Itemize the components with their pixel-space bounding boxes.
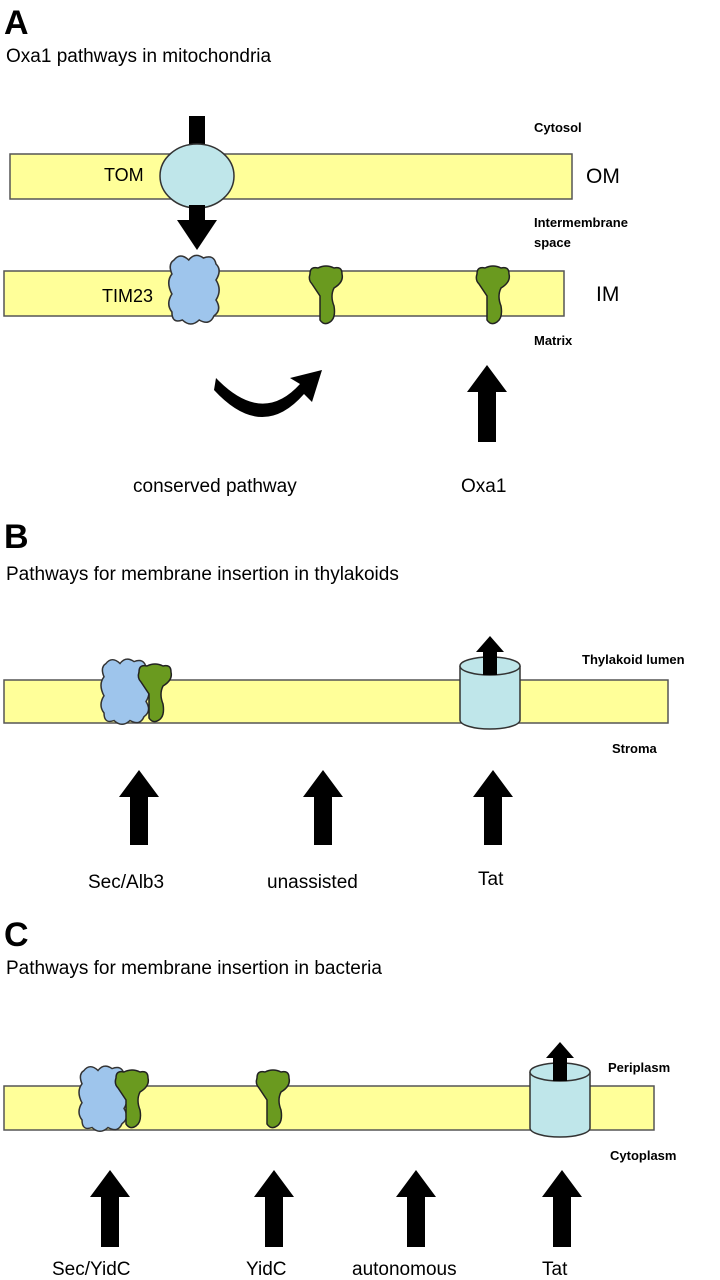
pathway-label-tat-c: Tat <box>542 1259 568 1280</box>
panel-c-letter: C <box>4 916 29 954</box>
matrix-label: Matrix <box>534 333 573 348</box>
arrow-autonomous <box>396 1170 436 1247</box>
panel-b-title: Pathways for membrane insertion in thyla… <box>6 564 399 585</box>
om-label: OM <box>586 165 620 188</box>
panel-a: A Oxa1 pathways in mitochondria Cytosol … <box>3 4 628 497</box>
pathway-label-tat-b: Tat <box>478 869 504 890</box>
arrow-tat-b <box>473 770 513 845</box>
panel-c: C Pathways for membrane insertion in bac… <box>3 916 676 1280</box>
intermembrane-label-1: Intermembrane <box>534 215 628 230</box>
pathway-label-sec-alb3: Sec/Alb3 <box>88 872 164 893</box>
tom-complex <box>159 143 235 209</box>
import-arrow-top <box>189 116 205 150</box>
panel-b: B Pathways for membrane insertion in thy… <box>3 518 685 893</box>
panel-a-title: Oxa1 pathways in mitochondria <box>6 46 272 67</box>
inner-membrane <box>3 270 565 317</box>
curved-arrow <box>214 370 322 418</box>
oxa1-arrow <box>467 365 507 442</box>
pathway-label-autonomous: autonomous <box>352 1259 457 1280</box>
stroma-label: Stroma <box>612 741 658 756</box>
periplasm-label: Periplasm <box>608 1060 670 1075</box>
arrow-yidc <box>254 1170 294 1247</box>
thylakoid-lumen-label: Thylakoid lumen <box>582 652 685 667</box>
pathway-label-yidc: YidC <box>246 1259 286 1280</box>
tim23-label: TIM23 <box>102 286 153 306</box>
cytoplasm-label: Cytoplasm <box>610 1148 676 1163</box>
pathway-label-unassisted: unassisted <box>267 872 358 893</box>
tat-channel-c <box>529 1042 591 1138</box>
outer-membrane <box>9 153 573 200</box>
pathway-label-conserved: conserved pathway <box>133 476 297 497</box>
tat-channel <box>459 636 521 730</box>
panel-a-letter: A <box>4 4 29 42</box>
pathway-label-oxa1: Oxa1 <box>461 476 506 497</box>
panel-c-title: Pathways for membrane insertion in bacte… <box>6 958 382 979</box>
tom-label: TOM <box>104 165 144 185</box>
arrow-tat-c <box>542 1170 582 1247</box>
im-label: IM <box>596 283 619 306</box>
arrow-sec-yidc <box>90 1170 130 1247</box>
pathway-label-sec-yidc: Sec/YidC <box>52 1259 131 1280</box>
intermembrane-label-2: space <box>534 235 571 250</box>
import-arrow-down <box>177 205 217 250</box>
cytosol-label: Cytosol <box>534 120 582 135</box>
arrow-unassisted <box>303 770 343 845</box>
arrow-sec-alb3 <box>119 770 159 845</box>
panel-b-letter: B <box>4 518 29 556</box>
tim23-complex <box>167 254 220 325</box>
